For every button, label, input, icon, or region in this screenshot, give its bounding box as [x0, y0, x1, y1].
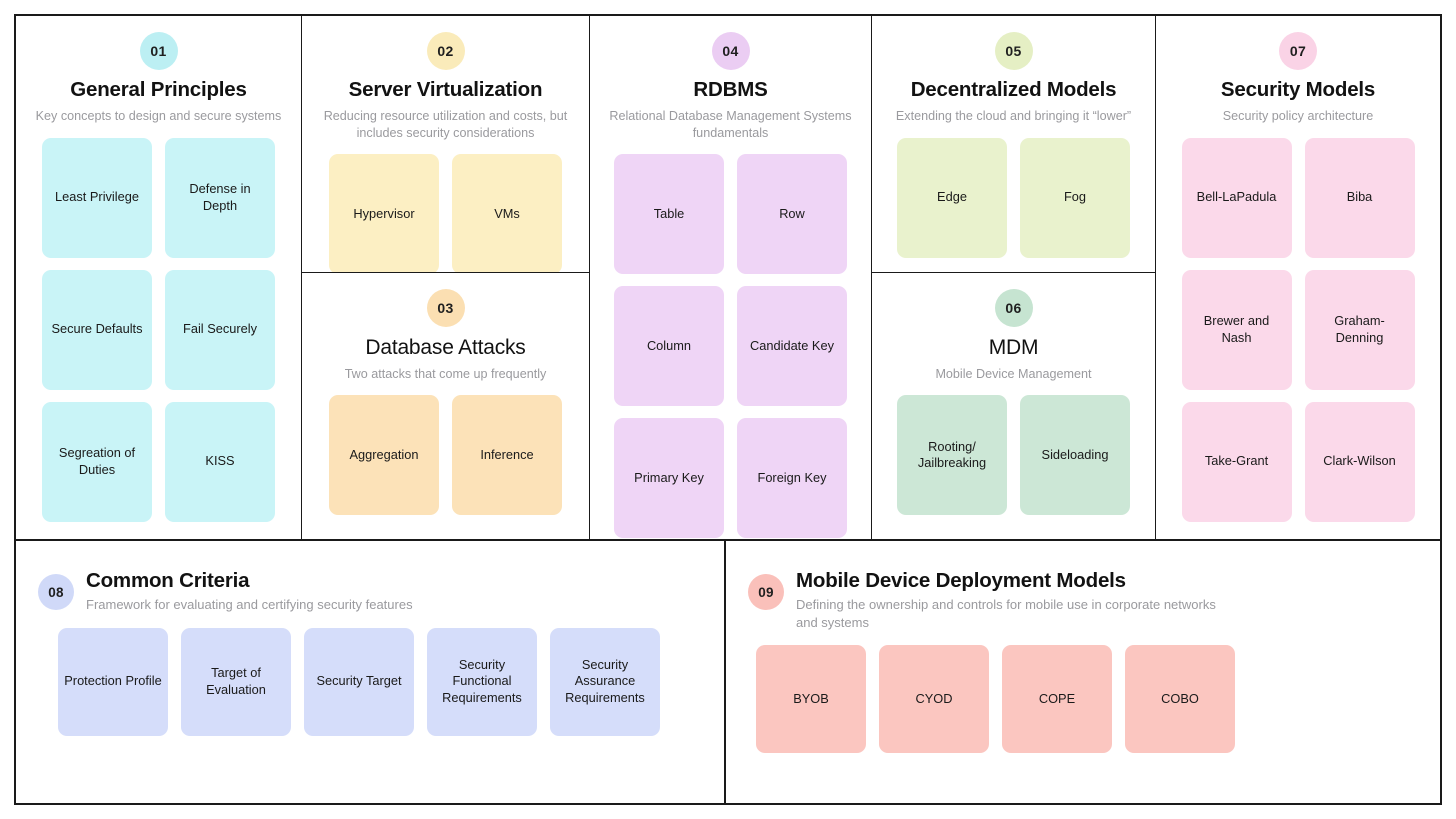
tile-fog[interactable]: Fog: [1020, 137, 1130, 258]
column-general-principles: 01 General Principles Key concepts to de…: [16, 16, 302, 539]
section-08-tiles: Protection Profile Target of Evaluation …: [38, 627, 702, 736]
tile-kiss[interactable]: KISS: [165, 401, 275, 522]
section-05-number-badge: 05: [994, 32, 1033, 70]
column-rdbms: 04 RDBMS Relational Database Management …: [590, 16, 872, 539]
column-decentralized-mdm: 05 Decentralized Models Extending the cl…: [872, 16, 1156, 539]
section-08-title: Common Criteria: [86, 569, 250, 592]
tile-hypervisor[interactable]: Hypervisor: [329, 154, 439, 272]
tile-take-grant[interactable]: Take-Grant: [1181, 401, 1292, 522]
section-02-subtitle: Reducing resource utilization and costs,…: [323, 108, 568, 140]
section-01[interactable]: 01 General Principles Key concepts to de…: [16, 16, 301, 539]
section-04-number-badge: 04: [711, 32, 750, 70]
section-02-tiles: Hypervisor VMs: [312, 154, 579, 272]
section-04-tiles: Table Row Column Candidate Key Primary K…: [600, 154, 861, 539]
section-03-title: Database Attacks: [365, 336, 526, 359]
section-09[interactable]: 09 Mobile Device Deployment Models Defin…: [726, 541, 1440, 803]
tile-bell-lapadula[interactable]: Bell-LaPadula: [1181, 137, 1292, 258]
tile-secure-defaults[interactable]: Secure Defaults: [42, 269, 152, 390]
tile-brewer-and-nash[interactable]: Brewer and Nash: [1181, 269, 1292, 390]
tile-fail-securely[interactable]: Fail Securely: [165, 269, 275, 390]
section-06-tiles: Rooting/ Jailbreaking Sideloading: [882, 395, 1145, 516]
section-07-number-badge: 07: [1279, 32, 1317, 70]
section-06-title: MDM: [988, 336, 1039, 359]
tile-cobo[interactable]: COBO: [1125, 645, 1235, 754]
outer-frame: 01 General Principles Key concepts to de…: [14, 14, 1442, 805]
tile-sideloading[interactable]: Sideloading: [1020, 395, 1130, 516]
tile-table[interactable]: Table: [614, 154, 724, 275]
section-03-number-badge: 03: [426, 289, 465, 327]
section-05[interactable]: 05 Decentralized Models Extending the cl…: [872, 16, 1155, 273]
column-virtualization-attacks: 02 Server Virtualization Reducing resour…: [302, 16, 590, 539]
section-07-tiles: Bell-LaPadula Biba Brewer and Nash Graha…: [1166, 137, 1430, 522]
tile-rooting-jailbreaking[interactable]: Rooting/ Jailbreaking: [897, 395, 1007, 516]
bottom-sections-row: 08 Common Criteria Framework for evaluat…: [16, 541, 1440, 803]
section-03-subtitle: Two attacks that come up frequently: [344, 366, 547, 381]
tile-least-privilege[interactable]: Least Privilege: [42, 137, 152, 258]
section-05-subtitle: Extending the cloud and bringing it “low…: [895, 108, 1132, 123]
section-06-number-badge: 06: [994, 289, 1033, 327]
section-09-tiles: BYOB CYOD COPE COBO: [748, 645, 1418, 754]
section-02-title: Server Virtualization: [348, 78, 543, 101]
section-09-subtitle: Defining the ownership and controls for …: [796, 597, 1216, 630]
section-07-subtitle: Security policy architecture: [1222, 108, 1374, 123]
tile-aggregation[interactable]: Aggregation: [329, 395, 439, 516]
tile-target-of-evaluation[interactable]: Target of Evaluation: [181, 627, 291, 736]
section-01-tiles: Least Privilege Defense in Depth Secure …: [26, 137, 291, 522]
top-sections-row: 01 General Principles Key concepts to de…: [16, 16, 1440, 541]
section-03-tiles: Aggregation Inference: [312, 395, 579, 516]
tile-segregation-of-duties[interactable]: Segreation of Duties: [42, 401, 152, 522]
section-08-header: 08 Common Criteria Framework for evaluat…: [38, 569, 702, 614]
tile-byob[interactable]: BYOB: [756, 645, 866, 754]
section-02-number-badge: 02: [426, 32, 465, 70]
section-01-title: General Principles: [70, 78, 247, 101]
section-06[interactable]: 06 MDM Mobile Device Management Rooting/…: [872, 273, 1155, 539]
section-07-title: Security Models: [1220, 78, 1376, 101]
section-05-tiles: Edge Fog: [882, 137, 1145, 258]
section-01-number-badge: 01: [139, 32, 178, 70]
section-08-subtitle: Framework for evaluating and certifying …: [86, 597, 413, 613]
tile-inference[interactable]: Inference: [452, 395, 562, 516]
tile-foreign-key[interactable]: Foreign Key: [737, 418, 847, 539]
column-security-models: 07 Security Models Security policy archi…: [1156, 16, 1440, 539]
tile-cyod[interactable]: CYOD: [879, 645, 989, 754]
tile-vms[interactable]: VMs: [452, 154, 562, 272]
section-04-subtitle: Relational Database Management Systems f…: [609, 108, 852, 140]
section-09-header: 09 Mobile Device Deployment Models Defin…: [748, 569, 1418, 631]
tile-security-target[interactable]: Security Target: [304, 627, 414, 736]
tile-defense-in-depth[interactable]: Defense in Depth: [165, 137, 275, 258]
section-08-number-badge: 08: [38, 574, 74, 610]
section-04[interactable]: 04 RDBMS Relational Database Management …: [590, 16, 871, 539]
section-08[interactable]: 08 Common Criteria Framework for evaluat…: [16, 541, 726, 803]
section-05-title: Decentralized Models: [910, 78, 1117, 101]
section-03[interactable]: 03 Database Attacks Two attacks that com…: [302, 273, 589, 539]
section-06-subtitle: Mobile Device Management: [935, 366, 1092, 381]
section-01-subtitle: Key concepts to design and secure system…: [35, 108, 282, 123]
tile-cope[interactable]: COPE: [1002, 645, 1112, 754]
tile-security-functional-requirements[interactable]: Security Functional Requirements: [427, 627, 537, 736]
section-09-number-badge: 09: [748, 574, 784, 610]
tile-candidate-key[interactable]: Candidate Key: [737, 286, 847, 407]
section-07[interactable]: 07 Security Models Security policy archi…: [1156, 16, 1440, 539]
tile-graham-denning[interactable]: Graham-Denning: [1304, 269, 1415, 390]
section-04-title: RDBMS: [693, 78, 768, 101]
tile-primary-key[interactable]: Primary Key: [614, 418, 724, 539]
tile-row[interactable]: Row: [737, 154, 847, 275]
tile-clark-wilson[interactable]: Clark-Wilson: [1304, 401, 1415, 522]
tile-protection-profile[interactable]: Protection Profile: [58, 627, 168, 736]
section-09-titles: Mobile Device Deployment Models Defining…: [796, 569, 1226, 631]
tile-security-assurance-requirements[interactable]: Security Assurance Requirements: [550, 627, 660, 736]
section-02[interactable]: 02 Server Virtualization Reducing resour…: [302, 16, 589, 273]
section-08-titles: Common Criteria Framework for evaluating…: [86, 569, 413, 614]
tile-column[interactable]: Column: [614, 286, 724, 407]
tile-edge[interactable]: Edge: [897, 137, 1007, 258]
section-09-title: Mobile Device Deployment Models: [796, 569, 1126, 592]
tile-biba[interactable]: Biba: [1304, 137, 1415, 258]
